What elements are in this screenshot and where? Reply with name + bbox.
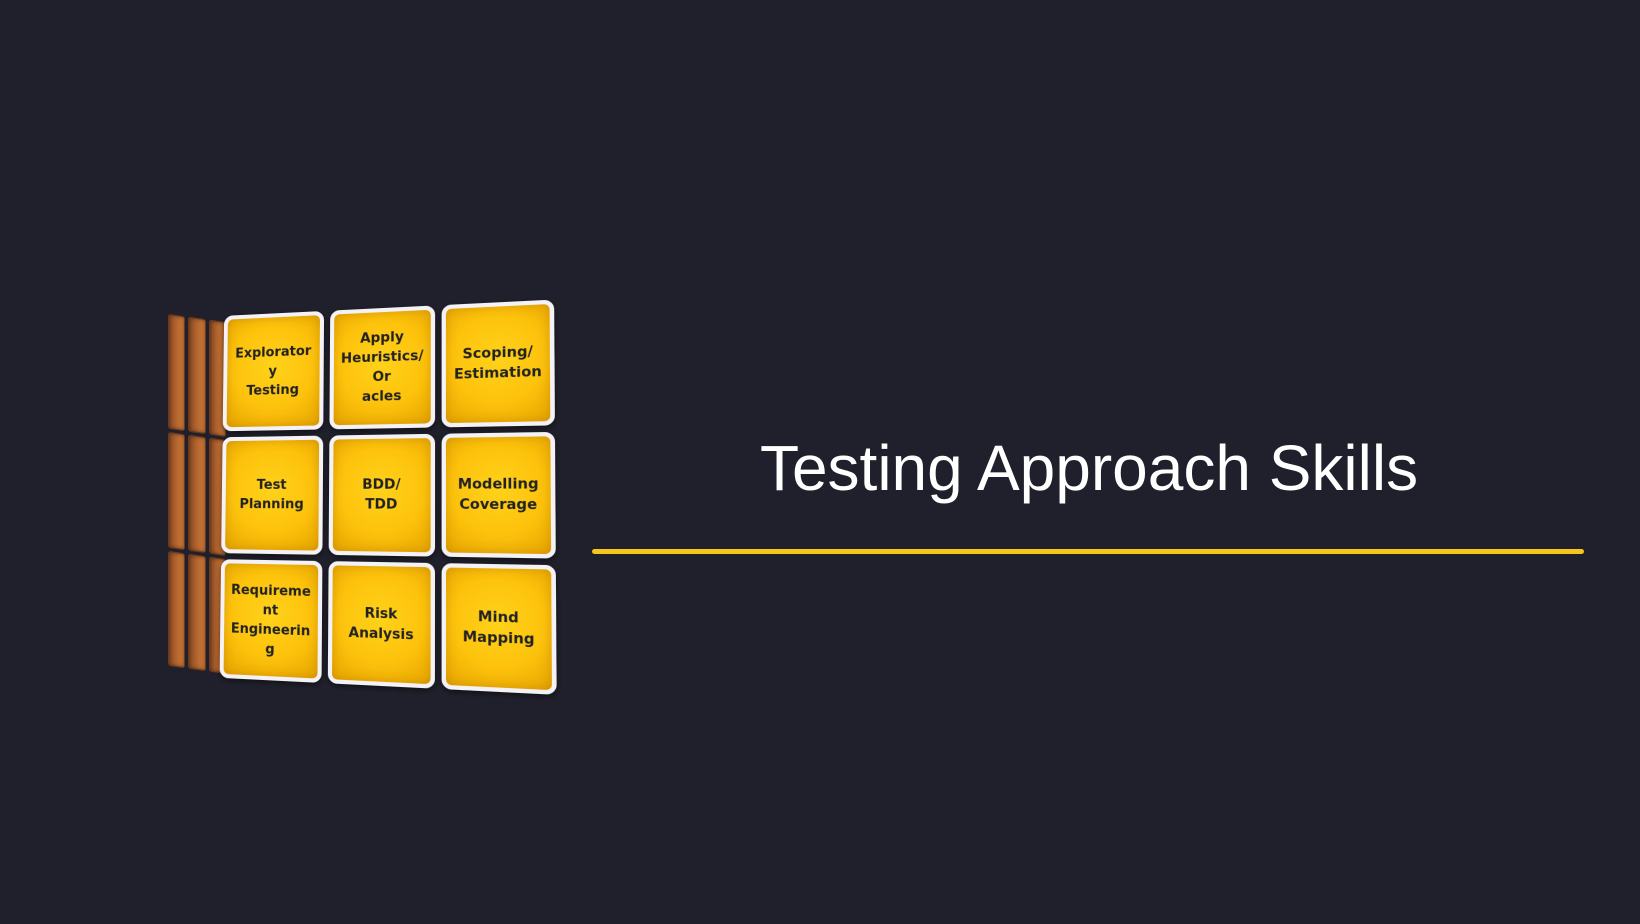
cube-tile-label: Scoping/ Estimation — [454, 342, 542, 385]
skills-cube-graphic: Exploratory Testing Apply Heuristics/Or … — [160, 310, 550, 690]
cube-side-tile — [168, 551, 185, 669]
cube-front-face: Exploratory Testing Apply Heuristics/Or … — [216, 295, 562, 700]
cube-tile-label: Mind Mapping — [463, 606, 535, 650]
cube-tile-label: Test Planning — [229, 476, 314, 515]
cube-tile-label: Apply Heuristics/Or acles — [337, 327, 426, 408]
cube-tile-label: BDD/ TDD — [362, 475, 401, 515]
cube-side-tile — [188, 317, 205, 435]
cube-tile-modelling-coverage: Modelling Coverage — [442, 432, 556, 559]
cube-tile-bdd-tdd: BDD/ TDD — [328, 433, 435, 557]
slide-title: Testing Approach Skills — [590, 432, 1588, 504]
cube-side-tile — [188, 553, 205, 671]
cube-tile-label: Modelling Coverage — [458, 474, 539, 515]
cube-tile-label: Exploratory Testing — [231, 341, 316, 401]
cube-tile-scoping-estimation: Scoping/ Estimation — [442, 300, 555, 427]
cube-tile-test-planning: Test Planning — [221, 435, 323, 555]
cube-tile-label: Risk Analysis — [348, 603, 413, 645]
cube-tile-apply-heuristics: Apply Heuristics/Or acles — [329, 305, 435, 429]
cube-tile-mind-mapping: Mind Mapping — [442, 563, 557, 694]
cube-side-tile — [188, 435, 205, 553]
cube-side-tile — [168, 314, 185, 432]
title-divider-line — [592, 549, 1584, 554]
cube-tile-label: Requirement Engineering — [228, 580, 314, 661]
cube-tile-exploratory-testing: Exploratory Testing — [223, 311, 324, 431]
cube-tile-risk-analysis: Risk Analysis — [327, 561, 435, 688]
cube-tile-requirement-engineering: Requirement Engineering — [220, 560, 322, 683]
cube-side-tile — [168, 432, 185, 550]
